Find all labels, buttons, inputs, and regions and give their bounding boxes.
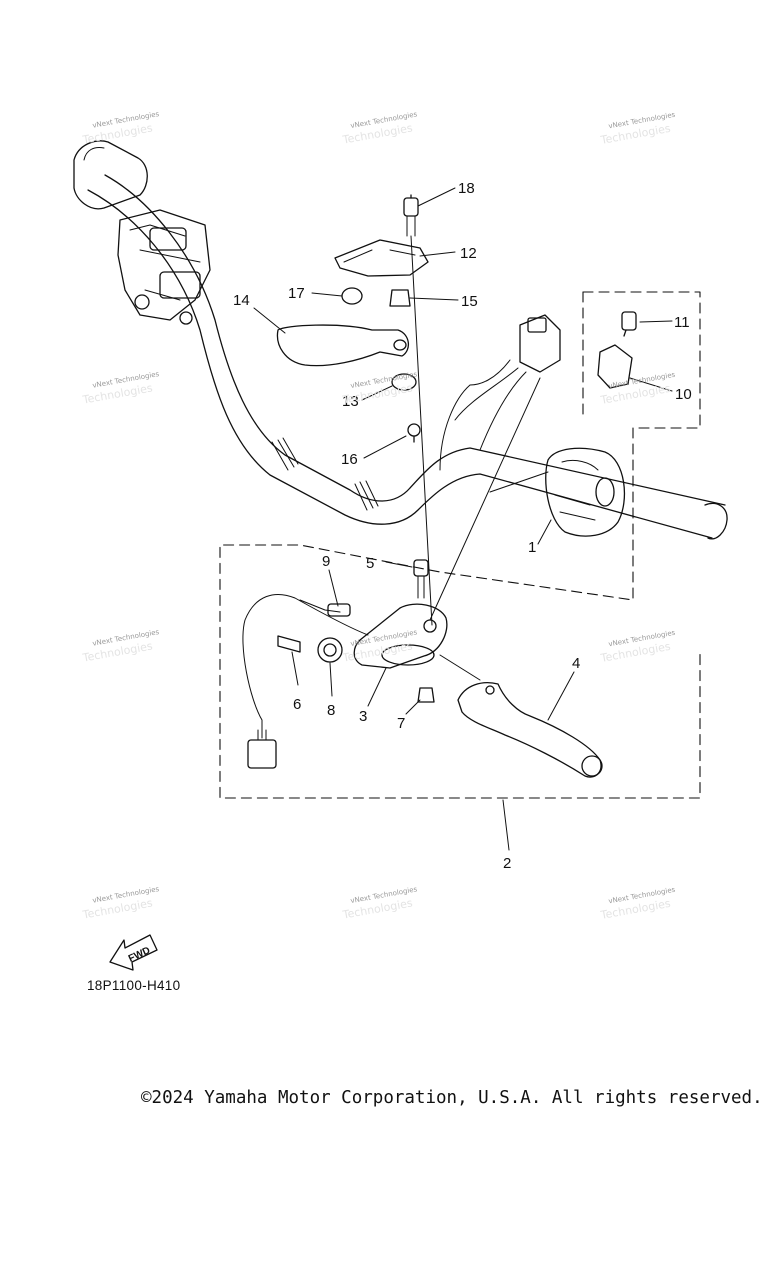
left-grip-master-cylinder	[73, 140, 211, 325]
handlebar	[87, 174, 726, 539]
callout-12: 12	[460, 245, 477, 262]
callout-18: 18	[458, 180, 475, 197]
callout-10: 10	[675, 386, 692, 403]
callout-11: 11	[674, 314, 690, 331]
callout-16: 16	[341, 451, 358, 468]
bracket-assembly	[334, 194, 429, 307]
callout-3: 3	[359, 708, 367, 725]
watermark: Technologies vNext Technologies	[599, 371, 676, 407]
switch-housing	[545, 447, 728, 540]
connector-upper	[439, 314, 561, 471]
watermark: Technologies vNext Technologies	[341, 370, 418, 406]
watermark: Technologies vNext Technologies	[341, 885, 418, 921]
callout-4: 4	[572, 655, 580, 672]
nut-8	[317, 637, 343, 663]
diagram-code: 18P1100-H410	[87, 978, 181, 993]
dashed-outline	[219, 291, 701, 799]
watermark: Technologies vNext Technologies	[341, 110, 418, 146]
callout-7: 7	[397, 715, 405, 732]
watermark: Technologies vNext Technologies	[599, 886, 676, 922]
watermark: Technologies vNext Technologies	[81, 110, 160, 147]
callout-6: 6	[293, 696, 301, 713]
screw-6	[277, 635, 301, 653]
callout-15: 15	[461, 293, 478, 310]
lever-4	[457, 682, 603, 778]
watermark: Technologies vNext Technologies	[81, 370, 160, 407]
callout-1: 1	[528, 539, 536, 556]
watermark: Technologies vNext Technologies	[599, 629, 676, 665]
watermark: Technologies vNext Technologies	[81, 628, 160, 665]
callout-14: 14	[233, 292, 250, 309]
watermark: Technologies vNext Technologies	[599, 111, 676, 147]
switch-bracket-10	[597, 311, 637, 389]
lever-14	[276, 324, 421, 443]
cable-switch	[242, 594, 369, 769]
watermark: Technologies vNext Technologies	[341, 628, 418, 664]
callout-9: 9	[322, 553, 330, 570]
copyright-notice: ©2024 Yamaha Motor Corporation, U.S.A. A…	[141, 1088, 763, 1108]
fwd-label: FWD	[127, 945, 152, 965]
callout-17: 17	[288, 285, 305, 302]
fwd-arrow-icon	[109, 934, 158, 971]
callouts: 1 2 3 4 5 6 7 8 9 10 11 12 13 14 15 16 1…	[233, 180, 692, 872]
callout-2: 2	[503, 855, 511, 872]
callout-8: 8	[327, 702, 335, 719]
watermark: Technologies vNext Technologies	[81, 885, 160, 922]
callout-13: 13	[342, 393, 359, 410]
callout-5: 5	[366, 555, 374, 572]
leader-lines	[253, 187, 673, 851]
